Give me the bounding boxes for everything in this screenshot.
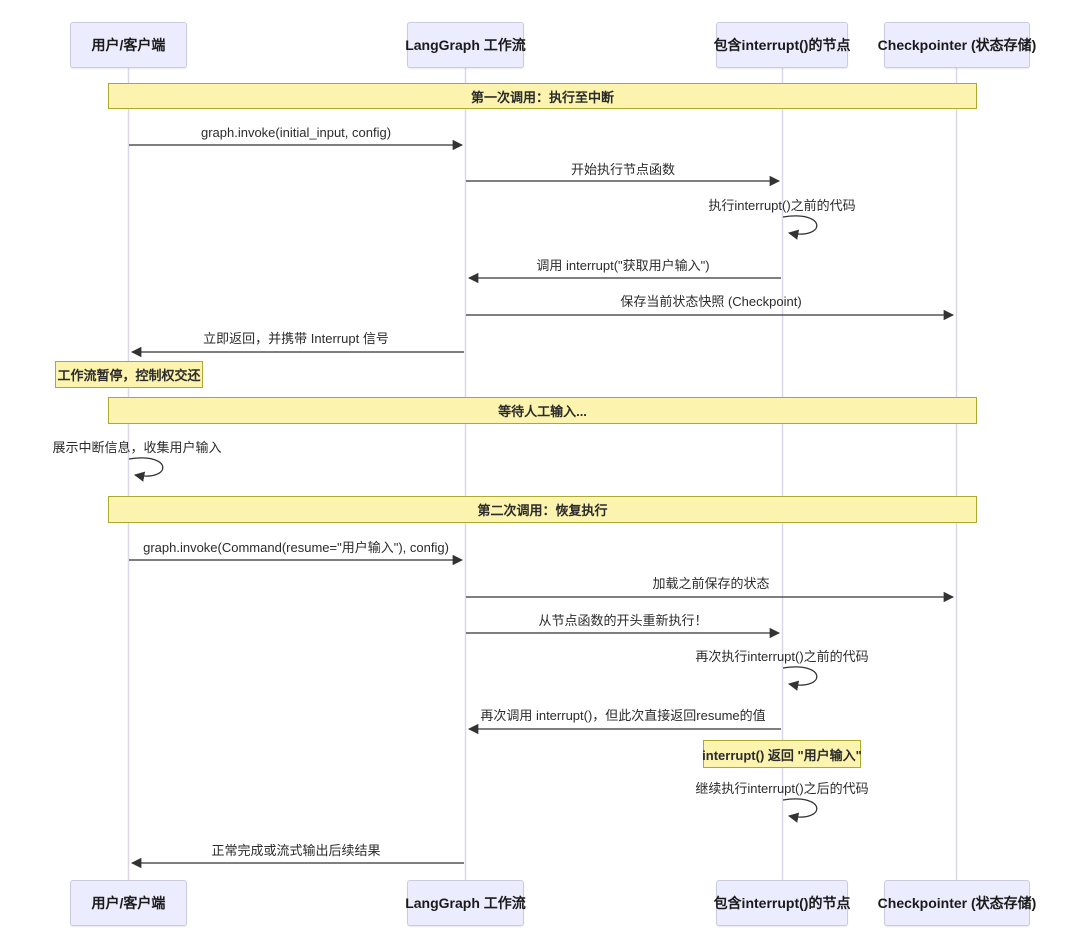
participant-top-user: 用户/客户端 [70, 22, 187, 68]
message-label-load-state: 加载之前保存的状态 [652, 576, 770, 591]
message-label-before-code-again: 再次执行interrupt()之前的代码 [695, 649, 869, 664]
section-label: 等待人工输入... [498, 404, 587, 419]
message-label-invoke-initial: graph.invoke(initial_input, config) [200, 125, 392, 140]
participant-top-interrupt-node: 包含interrupt()的节点 [713, 22, 851, 68]
participant-bottom-checkpointer: Checkpointer (状态存储) [878, 880, 1036, 926]
message-label-before-code: 执行interrupt()之前的代码 [708, 198, 856, 213]
participant-label: 包含interrupt()的节点 [713, 895, 851, 911]
message-label-call-interrupt: 调用 interrupt("获取用户输入") [536, 258, 710, 273]
participant-label: LangGraph 工作流 [405, 37, 526, 53]
message-label-collect-input: 展示中断信息，收集用户输入 [52, 440, 222, 455]
self-loop-node-before-code [782, 215, 818, 240]
section-band-waiting-input: 等待人工输入... [108, 397, 977, 424]
participant-label: Checkpointer (状态存储) [877, 895, 1037, 911]
participant-top-checkpointer: Checkpointer (状态存储) [878, 22, 1036, 68]
section-band-first-call: 第一次调用：执行至中断 [108, 83, 977, 109]
message-label-final-result: 正常完成或流式输出后续结果 [211, 843, 381, 858]
message-label-return-interrupt-signal: 立即返回，并携带 Interrupt 信号 [203, 331, 389, 346]
self-loop-node-before-code-again [782, 666, 818, 691]
message-label-interrupt-returns-resume: 再次调用 interrupt()，但此次直接返回resume的值 [480, 708, 766, 723]
participant-bottom-langgraph: LangGraph 工作流 [405, 880, 526, 926]
section-label: 第二次调用：恢复执行 [477, 503, 608, 518]
self-loop-node-after-code [782, 798, 818, 823]
message-label-reexecute-node: 从节点函数的开头重新执行！ [538, 613, 708, 628]
section-band-second-call: 第二次调用：恢复执行 [108, 496, 977, 523]
note-workflow-paused: 工作流暂停，控制权交还 [55, 361, 203, 388]
message-label-invoke-resume: graph.invoke(Command(resume="用户输入"), con… [143, 540, 449, 555]
participant-bottom-user: 用户/客户端 [70, 880, 187, 926]
note-label: interrupt() 返回 "用户输入" [702, 747, 862, 763]
message-label-after-code: 继续执行interrupt()之后的代码 [695, 781, 869, 796]
message-label-start-node: 开始执行节点函数 [570, 162, 676, 177]
participant-label: 用户/客户端 [91, 37, 166, 53]
section-label: 第一次调用：执行至中断 [470, 89, 614, 105]
participant-label: 用户/客户端 [91, 895, 166, 911]
participant-label: 包含interrupt()的节点 [713, 37, 851, 53]
participant-label: LangGraph 工作流 [405, 895, 526, 911]
participant-label: Checkpointer (状态存储) [877, 37, 1037, 53]
participant-bottom-interrupt-node: 包含interrupt()的节点 [713, 880, 851, 926]
note-label: 工作流暂停，控制权交还 [57, 368, 201, 383]
message-label-save-checkpoint: 保存当前状态快照 (Checkpoint) [620, 294, 802, 309]
note-interrupt-returns: interrupt() 返回 "用户输入" [702, 740, 862, 768]
participant-top-langgraph: LangGraph 工作流 [405, 22, 526, 68]
self-loop-user-collect-input [128, 457, 164, 482]
